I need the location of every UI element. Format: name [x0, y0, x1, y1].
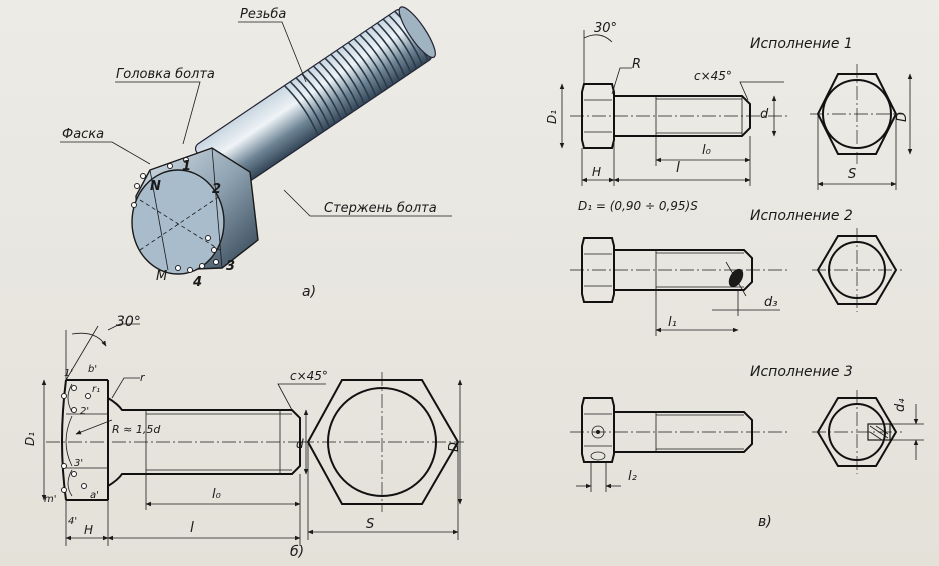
panel-a-bolt-3d: Резьба Головка болта Фаска Стержень болт…	[60, 6, 452, 300]
b-r1: r₁	[92, 384, 100, 395]
c-D1: D₁	[545, 110, 559, 124]
b-S: S	[366, 517, 374, 532]
label-thread: Резьба	[240, 7, 286, 22]
b-r: r	[140, 371, 146, 384]
c-d4: d₄	[893, 398, 908, 412]
title-variant-2: Исполнение 2	[750, 208, 853, 224]
c-l0: l₀	[702, 143, 712, 158]
c-l2: l₂	[628, 469, 637, 484]
b-radius: R ≈ 1,5d	[112, 423, 161, 436]
c-H: H	[592, 165, 601, 179]
title-variant-1: Исполнение 1	[750, 36, 853, 52]
c-angle: 30°	[594, 21, 617, 36]
c-l1: l₁	[668, 315, 677, 330]
chamfer-points	[131, 157, 219, 273]
panel-b-construction: 30° 1' b' r₁ 2' 3' m' a' 4' r R ≈ 1,5d D…	[23, 314, 464, 560]
point-3: 3	[226, 259, 235, 274]
b-point-m: m'	[44, 494, 57, 505]
c-d3: d₃	[764, 295, 777, 310]
b-H: H	[84, 523, 93, 537]
point-M: M	[156, 269, 167, 284]
caption-a: а)	[302, 284, 316, 300]
caption-c: в)	[758, 514, 772, 530]
label-bolt-head: Головка болта	[116, 67, 215, 82]
c-R: R	[632, 57, 641, 72]
point-4: 4	[192, 275, 202, 290]
b-chamfer: c×45°	[290, 369, 328, 383]
b-point-3: 3'	[74, 458, 83, 469]
b-D: D	[447, 442, 462, 452]
point-1: 1	[182, 159, 191, 174]
c-d: d	[760, 107, 769, 122]
title-variant-3: Исполнение 3	[750, 364, 853, 380]
c-D: D	[895, 112, 910, 122]
c-l: l	[676, 160, 680, 176]
b-angle: 30°	[116, 314, 141, 330]
b-point-b: b'	[88, 364, 97, 375]
panel-c-variants: Исполнение 1 30° R c×45° D₁ d l₀ H l	[545, 21, 924, 530]
c-chamfer: c×45°	[694, 69, 732, 83]
label-chamfer: Фаска	[62, 127, 104, 142]
bolt-head-face	[131, 169, 225, 275]
b-l: l	[190, 520, 194, 536]
label-shank: Стержень болта	[324, 201, 437, 216]
b-d: d	[296, 437, 304, 451]
b-point-1: 1'	[64, 368, 73, 379]
b-point-2: 2'	[80, 406, 89, 417]
b-point-a: a'	[90, 490, 99, 501]
b-D1: D₁	[23, 432, 37, 446]
caption-b: б)	[290, 544, 304, 560]
point-2: 2	[212, 182, 221, 197]
c-S: S	[848, 167, 856, 182]
c-formula: D₁ = (0,90 ÷ 0,95)S	[578, 199, 698, 213]
b-point-4: 4'	[68, 516, 77, 527]
b-l0: l₀	[212, 487, 222, 502]
point-N: N	[150, 179, 161, 194]
